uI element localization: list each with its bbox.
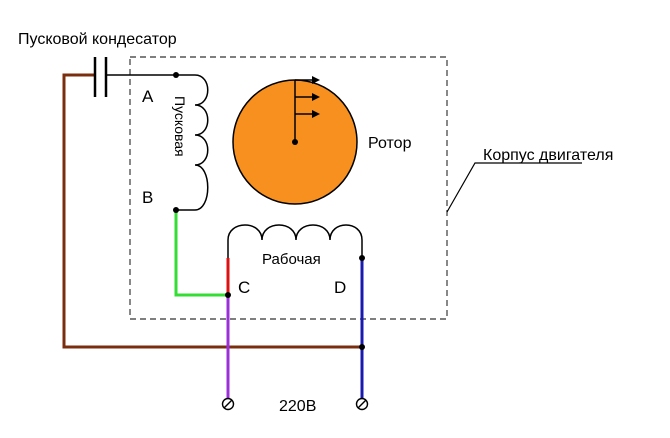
terminal-c-label: C	[238, 278, 250, 297]
start-winding-coil	[176, 74, 209, 211]
terminal-d-label: D	[334, 278, 346, 297]
work-winding-coil	[227, 224, 363, 258]
capacitor-label: Пусковой кондесатор	[18, 31, 177, 48]
rotor	[232, 76, 358, 205]
green-wire	[174, 210, 228, 297]
junction-dots	[173, 72, 365, 350]
terminal-right	[355, 397, 369, 411]
capacitor-symbol	[93, 57, 108, 97]
housing-label: Корпус двигателя	[483, 147, 613, 164]
work-winding-label: Рабочая	[262, 251, 321, 268]
terminal-left	[221, 397, 235, 411]
terminal-b-label: B	[142, 188, 153, 207]
housing-leader-line	[446, 162, 582, 213]
capacitor-wire	[62, 73, 362, 349]
rotor-label: Ротор	[368, 135, 412, 152]
terminal-a-label: A	[142, 87, 154, 106]
voltage-label: 220В	[279, 398, 316, 415]
start-winding-label: Пусковая	[172, 96, 188, 157]
